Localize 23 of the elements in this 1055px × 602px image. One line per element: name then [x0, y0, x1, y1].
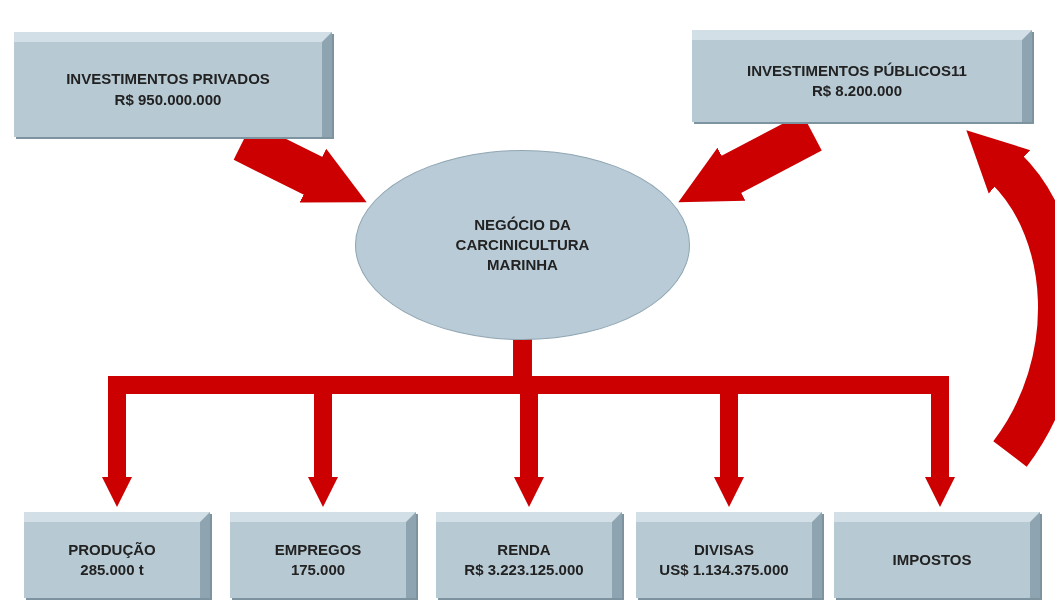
node-value: R$ 3.223.125.000 [464, 560, 584, 580]
process-box [834, 512, 1040, 598]
process-box [436, 512, 622, 598]
arrow [969, 127, 1055, 466]
node-title: DIVISAS [694, 539, 754, 560]
node-title: RENDA [497, 539, 551, 560]
node-title: INVESTIMENTOS PRIVADOS [66, 69, 270, 90]
arrow [513, 338, 955, 507]
node-value: US$ 1.134.375.000 [659, 560, 789, 580]
node-value: R$ 950.000.000 [114, 89, 222, 110]
node-value: R$ 8.200.000 [811, 81, 903, 101]
process-box [230, 512, 416, 598]
process-box [24, 512, 210, 598]
node-value: 285.000 t [80, 560, 144, 580]
node-title: INVESTIMENTOS PÚBLICOS11 [747, 60, 967, 81]
node-value: 175.000 [290, 560, 346, 580]
node-title: PRODUÇÃO [68, 539, 156, 560]
process-box [14, 32, 332, 137]
process-box [636, 512, 822, 598]
process-box [692, 30, 1032, 122]
node-title: IMPOSTOS [892, 549, 972, 570]
node-title: NEGÓCIO DA CARCINICULTURA MARINHA [454, 214, 591, 276]
node-title: EMPREGOS [274, 539, 362, 560]
